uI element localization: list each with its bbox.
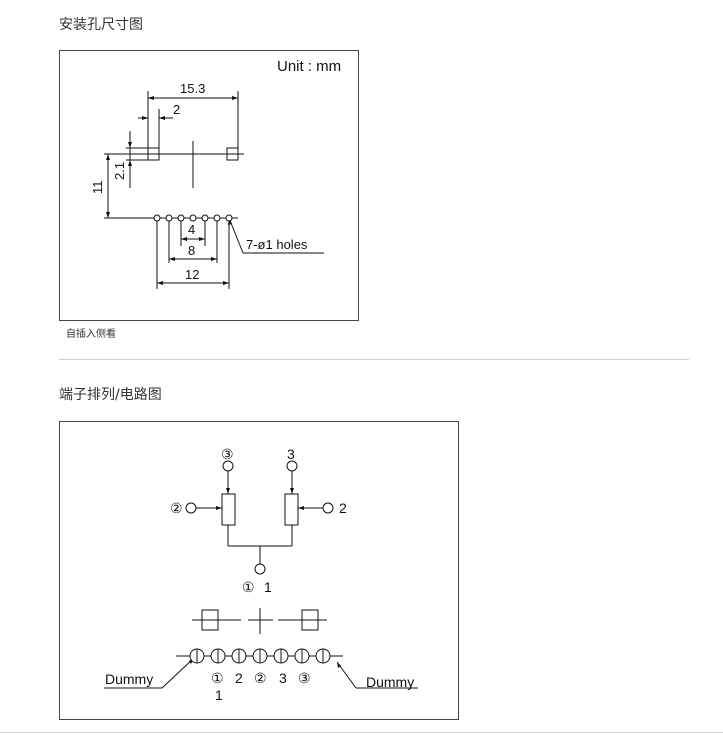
row-label-1: 2 <box>235 670 243 686</box>
dim-8: 8 <box>188 243 195 258</box>
dim-12: 12 <box>185 267 199 282</box>
row-label-4: ③ <box>298 670 311 686</box>
dim-2: 2 <box>173 102 180 117</box>
pin-label-bottom-plain: 1 <box>264 579 272 595</box>
pin-label-bottom-circled: ① <box>242 579 255 595</box>
mounting-hole-diagram: Unit : mm <box>90 58 341 289</box>
dummy-label-right: Dummy <box>366 674 414 690</box>
mounting-pin-hole <box>153 214 161 222</box>
mounting-pin-hole <box>165 214 173 222</box>
dummy-label-left: Dummy <box>105 671 153 687</box>
row-label-2: ② <box>254 670 267 686</box>
pin-label-mid-right: 2 <box>339 500 347 516</box>
mounting-pin-hole <box>213 214 221 222</box>
holes-label: 7-ø1 holes <box>246 237 308 252</box>
pin-label-top-right: 3 <box>287 446 295 462</box>
section-divider <box>59 359 689 360</box>
pin-label-top-left: ③ <box>221 446 234 462</box>
mounting-section-title: 安装孔尺寸图 <box>59 17 143 33</box>
row-label-0: ① <box>211 670 224 686</box>
terminal-section-title: 端子排列/电路图 <box>59 387 162 403</box>
row-label-below: 1 <box>215 687 223 703</box>
dim-11: 11 <box>90 181 105 195</box>
dim-2-1: 2.1 <box>112 162 127 180</box>
mounting-pin-hole <box>189 214 197 222</box>
view-caption: 自插入侧看 <box>66 329 116 340</box>
mounting-pin-hole <box>177 214 185 222</box>
mounting-pin-hole <box>201 214 209 222</box>
dim-4: 4 <box>188 222 195 237</box>
pin-label-mid-left: ② <box>170 500 183 516</box>
page-bottom-rule <box>0 732 723 733</box>
row-label-3: 3 <box>279 670 287 686</box>
mounting-hole-diagram-panel: Unit : mm <box>59 50 359 321</box>
terminal-circuit-diagram: ③ 3 ② 2 ① 1 Dummy Dummy ① 2 ② 3 ③ 1 <box>104 446 418 703</box>
terminal-circuit-panel: ③ 3 ② 2 ① 1 Dummy Dummy ① 2 ② 3 ③ 1 <box>59 421 459 720</box>
dim-15-3: 15.3 <box>180 81 205 96</box>
unit-label: Unit : mm <box>277 58 341 75</box>
mounting-pin-hole <box>225 214 233 222</box>
